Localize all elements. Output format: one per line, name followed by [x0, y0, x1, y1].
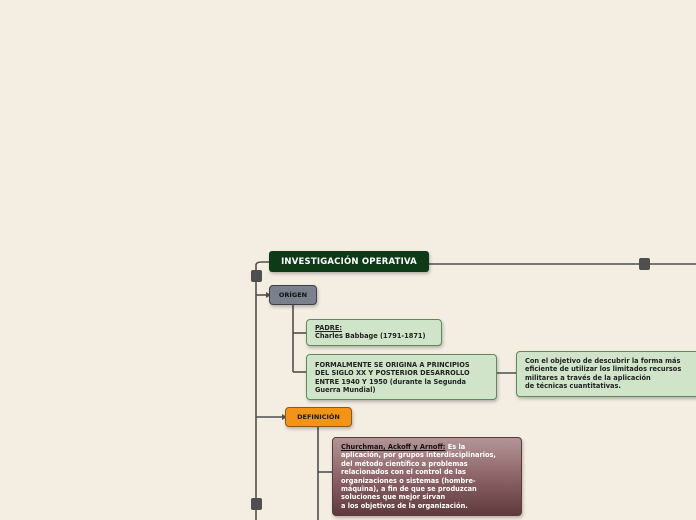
root-title: INVESTIGACIÓN OPERATIVA [281, 256, 417, 267]
definicion-label: DEFINICIÓN [297, 413, 340, 421]
arrowhead-definicion [282, 414, 287, 420]
churchman-line: máquina), a fin de que se produzcan [341, 485, 477, 494]
churchman-line: relacionados con el control de las [341, 468, 466, 477]
churchman-authors: Churchman, Ackoff y Arnoff: [341, 443, 446, 451]
objetivo-line: de técnicas cuantitativas. [525, 382, 621, 391]
churchman-line: soluciones que mejor sirvan [341, 493, 446, 502]
churchman-line: organizaciones o sistemas (hombre- [341, 476, 476, 485]
formal-line: DEL SIGLO XX Y POSTERIOR DESARROLLO [315, 369, 470, 378]
churchman-line: a los objetivos de la organización. [341, 501, 468, 510]
padre-node[interactable]: PADRE: Charles Babbage (1791-1871) [306, 319, 442, 346]
collapse-handle-top[interactable] [251, 270, 262, 282]
definicion-node[interactable]: DEFINICIÓN [285, 407, 352, 427]
arrowhead-origen [266, 292, 271, 298]
root-node[interactable]: INVESTIGACIÓN OPERATIVA [269, 251, 429, 272]
churchman-node[interactable]: Churchman, Ackoff y Arnoff: Es la aplica… [332, 437, 522, 516]
collapse-handle-right[interactable] [639, 258, 650, 270]
origen-label: ORÍGEN [278, 291, 308, 299]
collapse-handle-bottom[interactable] [251, 498, 262, 510]
padre-heading: PADRE: [315, 324, 343, 332]
churchman-first-rest: Es la [445, 443, 466, 451]
formal-line: FORMALMENTE SE ORIGINA A PRINCIPIOS [315, 361, 470, 369]
churchman-first-line: Churchman, Ackoff y Arnoff: Es la [341, 443, 513, 451]
formal-node[interactable]: FORMALMENTE SE ORIGINA A PRINCIPIOS DEL … [306, 354, 497, 400]
objetivo-line: Con el objetivo de descubrir la forma má… [525, 357, 681, 365]
objetivo-line: eficiente de utilizar los limitados recu… [525, 365, 682, 374]
connector-root-trunk [255, 261, 269, 266]
formal-line: ENTRE 1940 Y 1950 (durante la Segunda [315, 377, 467, 386]
churchman-line: aplicación, por grupos interdisciplinari… [341, 451, 496, 460]
padre-text: Charles Babbage (1791-1871) [315, 332, 426, 341]
churchman-line: del método científico a problemas [341, 459, 468, 468]
origen-node[interactable]: ORÍGEN [269, 285, 317, 305]
formal-line: Guerra Mundial) [315, 386, 376, 395]
objetivo-node[interactable]: Con el objetivo de descubrir la forma má… [516, 351, 696, 397]
objetivo-line: militares a través de la aplicación [525, 373, 651, 382]
